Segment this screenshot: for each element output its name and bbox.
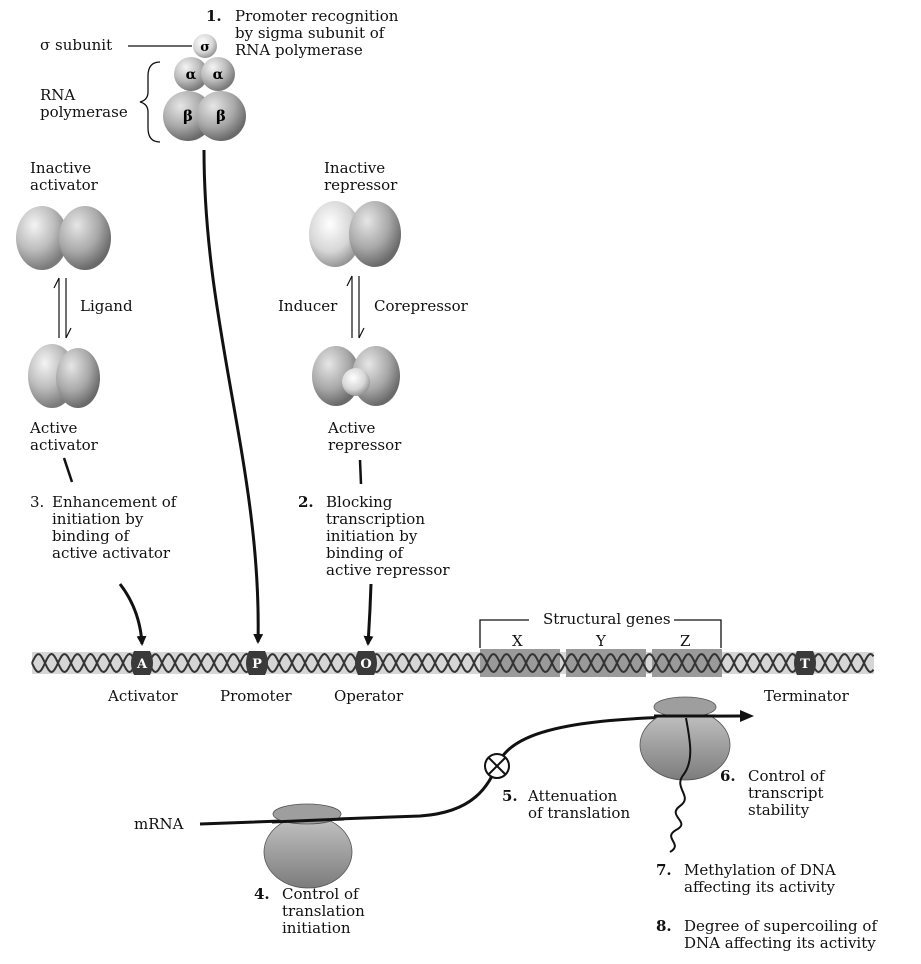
step-8-text: Degree of supercoiling of DNA affecting … xyxy=(684,917,877,952)
mrna-arrowhead xyxy=(740,710,754,722)
inducer-label: Inducer xyxy=(278,297,338,315)
polymerase-to-promoter-arrow xyxy=(202,149,264,644)
nascent-peptide-squiggle xyxy=(669,717,692,853)
step-7-number: 7. xyxy=(656,861,672,879)
sigma-glyph: σ xyxy=(200,40,210,55)
step-4-text: Control of translation initiation xyxy=(282,885,365,937)
ribosome-translation-initiation xyxy=(263,803,353,889)
gene-x-label: X xyxy=(512,632,523,650)
active-activator-connector xyxy=(62,457,74,483)
active-repressor xyxy=(312,346,400,406)
active-activator xyxy=(28,344,100,408)
step-2-number: 2. xyxy=(298,493,314,511)
step-3-number: 3. xyxy=(30,493,45,511)
activator-site-label: Activator xyxy=(108,687,178,705)
step-1-number: 1. xyxy=(206,7,222,25)
structural-genes-title: Structural genes xyxy=(540,611,674,628)
step-8-number: 8. xyxy=(656,917,672,935)
attenuation-symbol xyxy=(484,753,510,779)
site-A-letter: A xyxy=(136,657,148,672)
corepressor-label: Corepressor xyxy=(374,297,468,315)
alpha-glyph-right: α xyxy=(213,67,224,83)
site-T-letter: T xyxy=(800,657,810,672)
step-7-text: Methylation of DNA affecting its activit… xyxy=(684,861,836,896)
step-4-number: 4. xyxy=(254,885,270,903)
alpha-subunit-left xyxy=(174,57,208,91)
beta-subunit-right xyxy=(196,91,246,141)
site-T-marker xyxy=(794,651,816,675)
step-2-text: Blocking transcription initiation by bin… xyxy=(326,493,450,579)
sigma-subunit xyxy=(193,34,217,58)
gene-z-label: Z xyxy=(680,632,691,650)
ligand-label: Ligand xyxy=(80,297,133,315)
activator-to-dna-arrow xyxy=(118,583,147,646)
terminator-site-label: Terminator xyxy=(764,687,849,705)
dna-strand-1 xyxy=(31,652,875,674)
inactive-repressor-label: Inactive repressor xyxy=(324,159,398,194)
site-O-marker xyxy=(355,651,377,675)
dna-double-helix: A P O T xyxy=(31,649,875,677)
active-repressor-connector xyxy=(358,459,363,485)
repressor-equilibrium-arrows xyxy=(346,275,365,339)
site-A-marker xyxy=(131,651,153,675)
active-activator-label: Active activator xyxy=(30,419,98,454)
site-P-marker xyxy=(246,651,268,675)
sigma-subunit-label: σ subunit xyxy=(40,36,113,54)
gene-y-region xyxy=(566,649,646,677)
rna-polymerase-label: RNA polymerase xyxy=(40,86,128,121)
site-O-letter: O xyxy=(360,657,371,672)
active-repressor-label: Active repressor xyxy=(328,419,402,454)
step-5-number: 5. xyxy=(502,787,518,805)
site-P-letter: P xyxy=(252,657,262,672)
rna-polymerase: σ α α β β xyxy=(163,34,246,141)
step-1-text: Promoter recognition by sigma subunit of… xyxy=(235,7,399,59)
inactive-repressor xyxy=(309,201,401,267)
polymerase-brace xyxy=(139,61,161,143)
step-6-text: Control of transcript stability xyxy=(748,767,825,819)
beta-glyph-right: β xyxy=(216,107,226,125)
activator-equilibrium-arrows xyxy=(53,277,72,339)
beta-glyph-left: β xyxy=(183,107,193,125)
inactive-activator-label: Inactive activator xyxy=(30,159,98,194)
dna-strand-2 xyxy=(31,652,875,674)
operator-site-label: Operator xyxy=(334,687,404,705)
repressor-to-operator-arrow xyxy=(363,583,374,646)
alpha-glyph-left: α xyxy=(186,67,197,83)
structural-genes-bracket xyxy=(479,619,722,648)
inactive-activator xyxy=(16,206,111,270)
ribosome-transcript-stability xyxy=(639,696,731,781)
alpha-subunit-right xyxy=(201,57,235,91)
gene-y-label: Y xyxy=(596,632,606,650)
step-5-text: Attenuation of translation xyxy=(528,787,631,822)
mrna-label: mRNA xyxy=(134,815,184,833)
mrna-strand xyxy=(199,714,741,826)
step-3-text: Enhancement of initiation by binding of … xyxy=(52,493,177,562)
promoter-site-label: Promoter xyxy=(220,687,292,705)
step-6-number: 6. xyxy=(720,767,736,785)
mrna-strand-over-ribosome xyxy=(271,817,345,824)
